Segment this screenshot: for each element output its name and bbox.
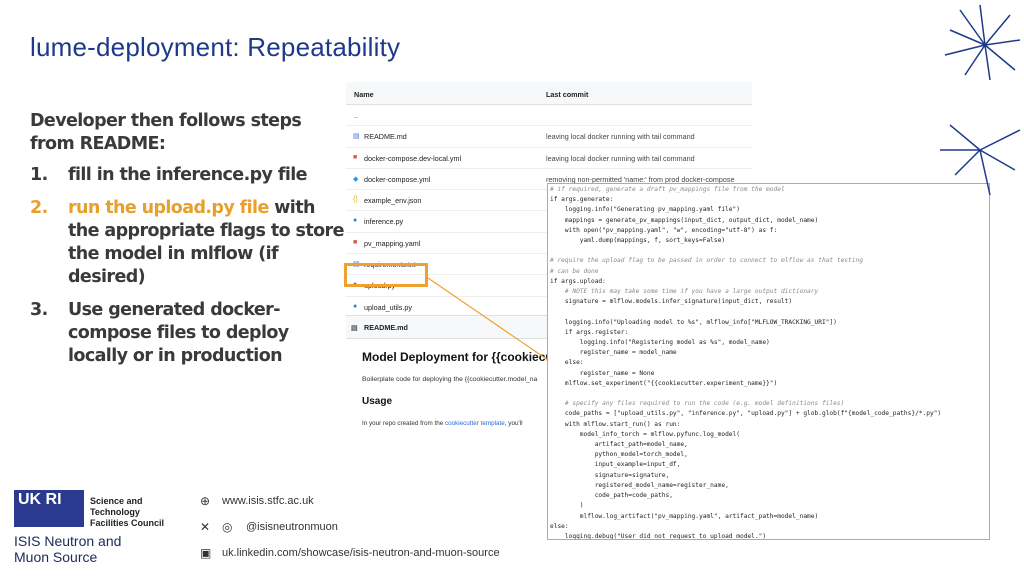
yaml-file-icon: ■ [353, 238, 358, 246]
website-link[interactable]: www.isis.stfc.ac.uk [222, 495, 314, 507]
globe-icon: ⊕ [200, 494, 211, 508]
code-line: code_paths = ["upload_utils.py", "infere… [550, 410, 942, 418]
council-name: Science and Technology Facilities Counci… [90, 496, 165, 528]
code-line: mlflow.set_experiment("{{cookiecutter.ex… [550, 379, 778, 387]
parent-dir-row[interactable]: .. [346, 105, 752, 127]
linkedin-icon: ▣ [200, 546, 212, 560]
yaml-file-icon: ■ [353, 153, 358, 161]
code-line [550, 246, 987, 256]
code-line: signature = mlflow.models.infer_signatur… [550, 298, 793, 306]
book-icon: ▤ [351, 323, 358, 332]
code-line: # require the upload flag to be passed i… [550, 257, 863, 265]
file-name[interactable]: docker-compose.dev-local.yml [364, 153, 462, 163]
social-handle[interactable]: @isisneutronmuon [246, 521, 338, 533]
step-1-text: fill in the inference.py file [68, 165, 308, 185]
code-line: # if required, generate a draft pv_mappi… [550, 186, 785, 193]
file-name[interactable]: pv_mapping.yaml [364, 238, 421, 248]
code-line [550, 389, 987, 399]
usage-heading: Usage [362, 396, 393, 407]
readme-label: README.md [364, 323, 408, 332]
code-line: logging.info("Generating pv_mapping.yaml… [550, 206, 740, 214]
python-file-icon: ● [353, 217, 358, 225]
code-line: artifact_path=model_name, [550, 441, 688, 449]
file-row[interactable]: ■ docker-compose.dev-local.yml leaving l… [346, 148, 752, 169]
usage-text-pre: In your repo created from the [362, 420, 445, 427]
usage-text: In your repo created from the cookiecutt… [362, 420, 522, 427]
code-line: python_model=torch_model, [550, 451, 688, 459]
upload-code-panel: # if required, generate a draft pv_mappi… [547, 183, 990, 540]
json-file-icon: {} [353, 196, 358, 204]
step-1-number: 1. [30, 165, 48, 185]
header-last-commit: Last commit [546, 90, 589, 99]
isis-name: ISIS Neutron and Muon Source [14, 533, 122, 565]
step-1: 1. fill in the inference.py file [30, 164, 350, 187]
code-line: register_name = None [550, 369, 655, 377]
code-line: ) [550, 502, 584, 510]
code-line: with mlflow.start_run() as run: [550, 420, 681, 428]
code-line: logging.debug("User did not request to u… [550, 532, 767, 540]
code-line: input_example=input_df, [550, 461, 681, 469]
usage-text-post: , you'll [504, 420, 523, 427]
code-line [550, 307, 987, 317]
linkedin-link[interactable]: uk.linkedin.com/showcase/isis-neutron-an… [222, 547, 500, 559]
code-line: logging.info("Registering model as %s", … [550, 339, 770, 347]
file-row[interactable]: ▤ README.md leaving local docker running… [346, 126, 752, 148]
python-file-icon: ● [353, 302, 358, 310]
code-line: if args.upload: [550, 277, 606, 285]
slide-title: lume-deployment: Repeatability [30, 32, 401, 62]
code-line: if args.generate: [550, 196, 614, 204]
code-line: register_name = model_name [550, 349, 677, 357]
upload-py-highlight [344, 263, 428, 287]
docker-icon: ◆ [353, 175, 359, 183]
code-line: mappings = generate_pv_mappings(input_di… [550, 216, 819, 224]
code-line: model_info_torch = mlflow.pyfunc.log_mod… [550, 430, 740, 438]
readme-description: Boilerplate code for deploying the {{coo… [362, 376, 538, 383]
step-2-number: 2. [30, 198, 48, 218]
commit-message[interactable]: leaving local docker running with tail c… [546, 153, 695, 163]
code-line: if args.register: [550, 328, 629, 336]
step-2-text: with the appropriate flags to store the … [68, 198, 344, 287]
step-2-highlight: run the upload.py file [68, 198, 269, 218]
header-name: Name [354, 90, 374, 99]
code-line: # NOTE this may take some time if you ha… [550, 288, 819, 296]
code-line: # specify any files required to run the … [550, 400, 845, 408]
file-name[interactable]: README.md [364, 132, 407, 142]
repo-header: Name Last commit [346, 82, 752, 105]
instagram-icon: ◎ [222, 520, 233, 534]
steps-list: Developer then follows steps from README… [30, 110, 350, 378]
steps-intro: Developer then follows steps from README… [30, 111, 302, 154]
parent-dir-link[interactable]: .. [354, 111, 358, 120]
step-3-number: 3. [30, 300, 48, 320]
step-3: 3. Use generated docker-compose files to… [30, 299, 350, 368]
decorative-burst-graphic [940, 4, 1021, 196]
code-line: yaml.dump(mappings, f, sort_keys=False) [550, 237, 726, 245]
code-line: registered_model_name=register_name, [550, 481, 729, 489]
code-line: else: [550, 522, 569, 530]
cookiecutter-template-link[interactable]: cookiecutter template [444, 420, 505, 427]
code-line: logging.info("Uploading model to %s", ml… [550, 318, 837, 326]
code-line: with open("pv_mapping.yaml", "w", encodi… [550, 226, 778, 234]
ukri-logo-mark: UK RI [14, 490, 84, 527]
code-line: mlflow.log_artifact("pv_mapping.yaml", a… [550, 512, 819, 520]
commit-message[interactable]: leaving local docker running with tail c… [546, 132, 695, 142]
step-3-text: Use generated docker-compose files to de… [68, 300, 289, 366]
code-line: # can be done [550, 267, 599, 275]
commit-message[interactable]: removing non-permitted 'name:' from prod… [546, 174, 735, 184]
file-name[interactable]: example_env.json [364, 196, 422, 206]
step-2: 2. run the upload.py file with the appro… [30, 197, 350, 289]
x-twitter-icon: ✕ [200, 520, 211, 534]
code-line: code_path=code_paths, [550, 492, 673, 500]
file-name[interactable]: inference.py [364, 217, 404, 227]
readme-title: Model Deployment for {{cookiecutter [362, 350, 573, 364]
code-line: signature=signature, [550, 471, 670, 479]
code-line: else: [550, 359, 584, 367]
file-name[interactable]: upload_utils.py [364, 302, 412, 312]
ukri-logo: UK RI [14, 490, 84, 527]
file-name[interactable]: docker-compose.yml [364, 174, 431, 184]
markdown-file-icon: ▤ [353, 133, 360, 141]
